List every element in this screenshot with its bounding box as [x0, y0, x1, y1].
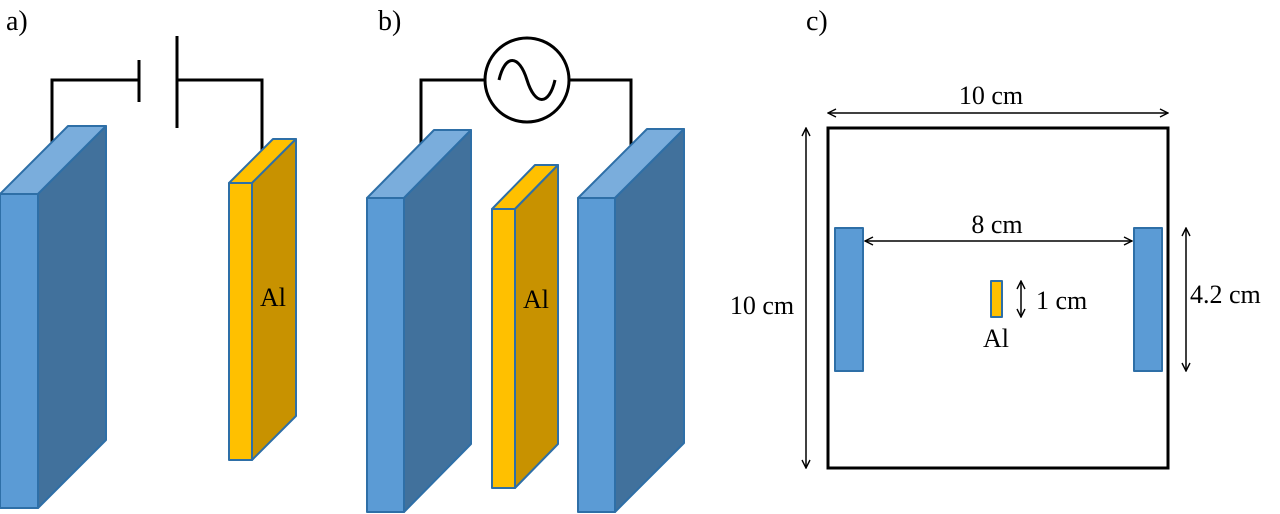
plate-face	[366, 197, 405, 513]
wire-right	[177, 78, 264, 155]
gap-dimension-label: 8 cm	[971, 210, 1022, 239]
al-plate-b	[491, 164, 559, 489]
wire-left	[50, 78, 139, 155]
al-label-b: Al	[523, 285, 549, 314]
electrode-c-left	[834, 227, 864, 372]
panel-a-label: a)	[6, 6, 28, 37]
plate-face	[614, 128, 685, 513]
ac-source-icon	[419, 36, 633, 155]
panel-b-label: b)	[378, 6, 401, 37]
al-label-a: Al	[260, 283, 286, 312]
plate-face	[228, 182, 253, 461]
panel-c-label: c)	[806, 6, 828, 37]
sine-wave	[497, 59, 557, 101]
plate-face	[37, 125, 107, 509]
battery-icon	[50, 36, 264, 155]
electrode-b-right	[577, 128, 685, 513]
plate-face	[514, 164, 559, 489]
plate-face	[491, 208, 516, 489]
left-dimension-label-bg	[721, 288, 801, 322]
wire-right-b	[569, 78, 633, 155]
al-plate-a	[228, 138, 297, 461]
wire-left-b	[419, 78, 485, 155]
panel-b: b) Al	[366, 6, 685, 513]
plate-face	[403, 129, 472, 513]
panel-a: a) Al	[0, 6, 297, 509]
al-sample	[990, 280, 1003, 318]
sample-label: Al	[983, 324, 1009, 353]
plate-face	[0, 193, 39, 509]
sample-height-label: 1 cm	[1036, 286, 1087, 315]
plate-face	[577, 197, 616, 513]
top-dimension-label: 10 cm	[959, 81, 1023, 110]
cell-outline	[826, 126, 1170, 470]
electrode-height-label: 4.2 cm	[1190, 280, 1261, 309]
panel-c: c) 10 cm 10 cm 8 cm 4.2 cm 1 cm Al	[721, 6, 1261, 470]
electrode-b-left	[366, 129, 472, 513]
electrode-a-left	[0, 125, 107, 509]
left-dimension-label: 10 cm	[730, 291, 794, 320]
electrode-c-right	[1133, 227, 1163, 372]
